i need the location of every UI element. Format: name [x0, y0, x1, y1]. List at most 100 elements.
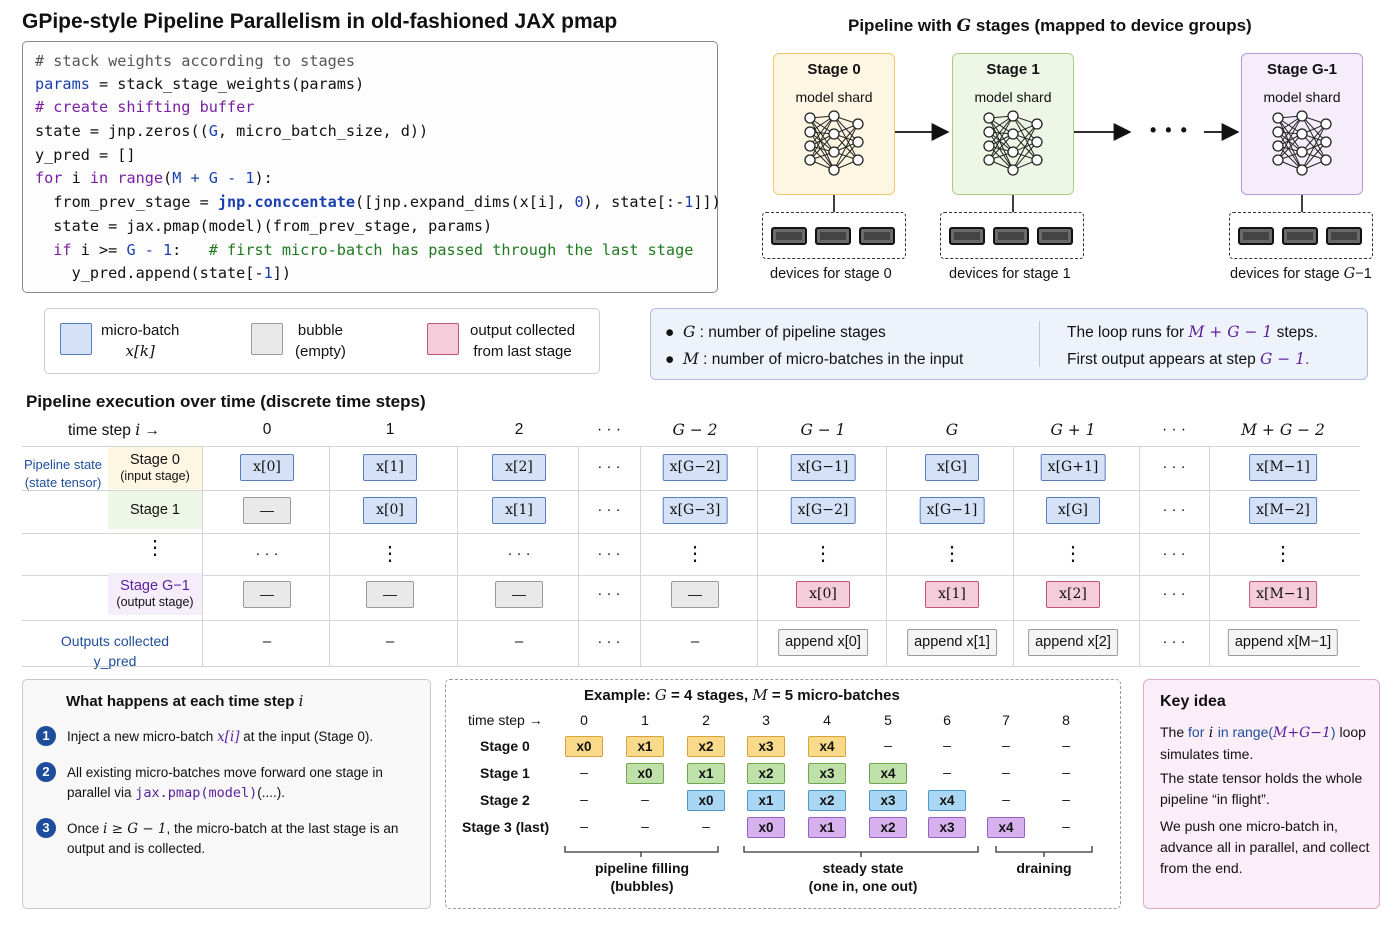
key-var: i	[1204, 725, 1218, 741]
cell-placeholder: –	[690, 633, 700, 650]
example-empty-cell: –	[1002, 737, 1010, 753]
code-token: state = jnp.zeros((	[35, 122, 209, 140]
example-microbatch-cell: x2	[808, 790, 846, 811]
grid-line	[22, 446, 1360, 447]
state-label-line: Pipeline state	[23, 457, 103, 472]
code-line-6: for i in range(M + G - 1):	[35, 169, 273, 187]
chip-icon	[815, 227, 851, 245]
microbatch-cell: x[M−1]	[1249, 454, 1317, 481]
example-microbatch-cell: x2	[869, 817, 907, 838]
devices-label: devices for stage 0	[770, 266, 892, 282]
example-empty-cell: –	[1062, 737, 1070, 753]
time-step-header: · · ·	[596, 421, 622, 438]
device-group-1	[940, 212, 1084, 259]
cell-placeholder: –	[514, 633, 524, 650]
example-panel	[445, 679, 1121, 909]
example-microbatch-cell: x0	[565, 736, 603, 757]
microbatch-cell: x[1]	[925, 581, 979, 608]
stage-name: Stage 0	[807, 61, 861, 78]
stage-0-box: Stage 0 model shard	[773, 53, 895, 195]
grid-line	[886, 446, 887, 666]
legend-swatch-output	[427, 323, 459, 355]
example-time-label: time step →	[468, 712, 543, 728]
output-append-cell: append x[2]	[1028, 629, 1118, 656]
microbatch-cell: x[G−1]	[919, 497, 985, 524]
example-row-label: Stage 3 (last)	[462, 819, 550, 835]
bubble-cell: —	[366, 581, 414, 608]
example-microbatch-cell: x4	[928, 790, 966, 811]
step-3-text: Once i ≥ G − 1, the micro-batch at the l…	[67, 819, 429, 859]
example-empty-cell: –	[580, 791, 588, 807]
cell-placeholder: ⋮	[813, 543, 833, 565]
example-row-label: Stage 0	[480, 738, 530, 754]
example-empty-cell: –	[702, 818, 710, 834]
grid-line	[329, 446, 330, 666]
step-text: All existing micro-batches move forward …	[67, 765, 383, 800]
time-step-var: i	[135, 421, 141, 439]
code-token: ])	[272, 264, 292, 282]
stage-subtitle: model shard	[974, 89, 1052, 105]
code-token: 1	[263, 264, 273, 282]
output-append-cell: append x[1]	[907, 629, 997, 656]
phase-label-steady: steady state(one in, one out)	[809, 859, 918, 895]
definition-var: G	[682, 323, 696, 341]
code-token: ), state[:-	[583, 193, 685, 211]
example-empty-cell: –	[884, 737, 892, 753]
example-empty-cell: –	[1062, 791, 1070, 807]
microbatch-cell: x[M−1]	[1249, 581, 1317, 608]
cell-placeholder: · · ·	[1162, 633, 1186, 650]
code-line-9: if i >= G - 1: # first micro-batch has p…	[35, 241, 693, 259]
example-time-header: 3	[762, 712, 770, 728]
code-token: 0	[574, 193, 584, 211]
output-append-cell: append x[M−1]	[1227, 629, 1339, 656]
microbatch-cell: x[G−1]	[790, 454, 856, 481]
cell-placeholder: · · ·	[1162, 585, 1186, 602]
example-microbatch-cell: x3	[747, 736, 785, 757]
key-idea-title: Key idea	[1160, 693, 1226, 710]
example-time-header: 6	[943, 712, 951, 728]
pipeline-title-text: Pipeline with	[848, 16, 957, 35]
code-token: G - 1	[126, 241, 173, 259]
example-empty-cell: –	[1062, 764, 1070, 780]
pipeline-title: Pipeline with G stages (mapped to device…	[848, 16, 1252, 36]
code-token: :	[172, 241, 209, 259]
loop-steps-note: The loop runs for M + G − 1 steps.	[1067, 323, 1318, 342]
time-step-header: 0	[262, 421, 272, 438]
step-text: Once	[67, 821, 104, 836]
note-text: steps.	[1272, 324, 1318, 341]
step-1-text: Inject a new micro-batch x[i] at the inp…	[67, 727, 422, 747]
time-step-arrow: →	[140, 422, 160, 439]
definitions-box: ● G : number of pipeline stages ● M : nu…	[650, 308, 1368, 380]
output-append-cell: append x[0]	[778, 629, 868, 656]
code-token: , micro_batch_size, d))	[217, 122, 429, 140]
code-comment: # first micro-batch has passed through t…	[208, 241, 694, 259]
step-2-text: All existing micro-batches move forward …	[67, 763, 429, 803]
chip-icon	[771, 227, 807, 245]
stage-name: Stage 1	[986, 61, 1040, 78]
phase-label-draining: draining	[1016, 859, 1071, 877]
code-token: i	[62, 169, 90, 187]
example-empty-cell: –	[943, 764, 951, 780]
legend-item-label: bubble(empty)	[295, 320, 346, 362]
code-token: = stack_stage_weights(params)	[89, 75, 365, 93]
example-microbatch-cell: x4	[808, 736, 846, 757]
cell-placeholder: · · ·	[597, 458, 621, 475]
example-empty-cell: –	[641, 791, 649, 807]
grid-line	[22, 533, 1360, 534]
phase-line: (bubbles)	[610, 878, 674, 894]
example-time-header: 4	[823, 712, 831, 728]
neural-network-icon	[1272, 110, 1332, 176]
code-line-2: params = stack_stage_weights(params)	[35, 75, 364, 93]
steps-title-text: What happens at each time step	[66, 693, 299, 710]
key-text: loop simulates time.	[1160, 724, 1366, 762]
example-row-label: Stage 1	[480, 765, 530, 781]
legend-line: bubble	[297, 322, 343, 339]
example-microbatch-cell: x2	[687, 736, 725, 757]
stage-subtitle: model shard	[795, 89, 873, 105]
cell-placeholder: · · ·	[597, 633, 621, 650]
microbatch-cell: x[G+1]	[1040, 454, 1106, 481]
example-microbatch-cell: x1	[687, 763, 725, 784]
example-microbatch-cell: x0	[687, 790, 725, 811]
